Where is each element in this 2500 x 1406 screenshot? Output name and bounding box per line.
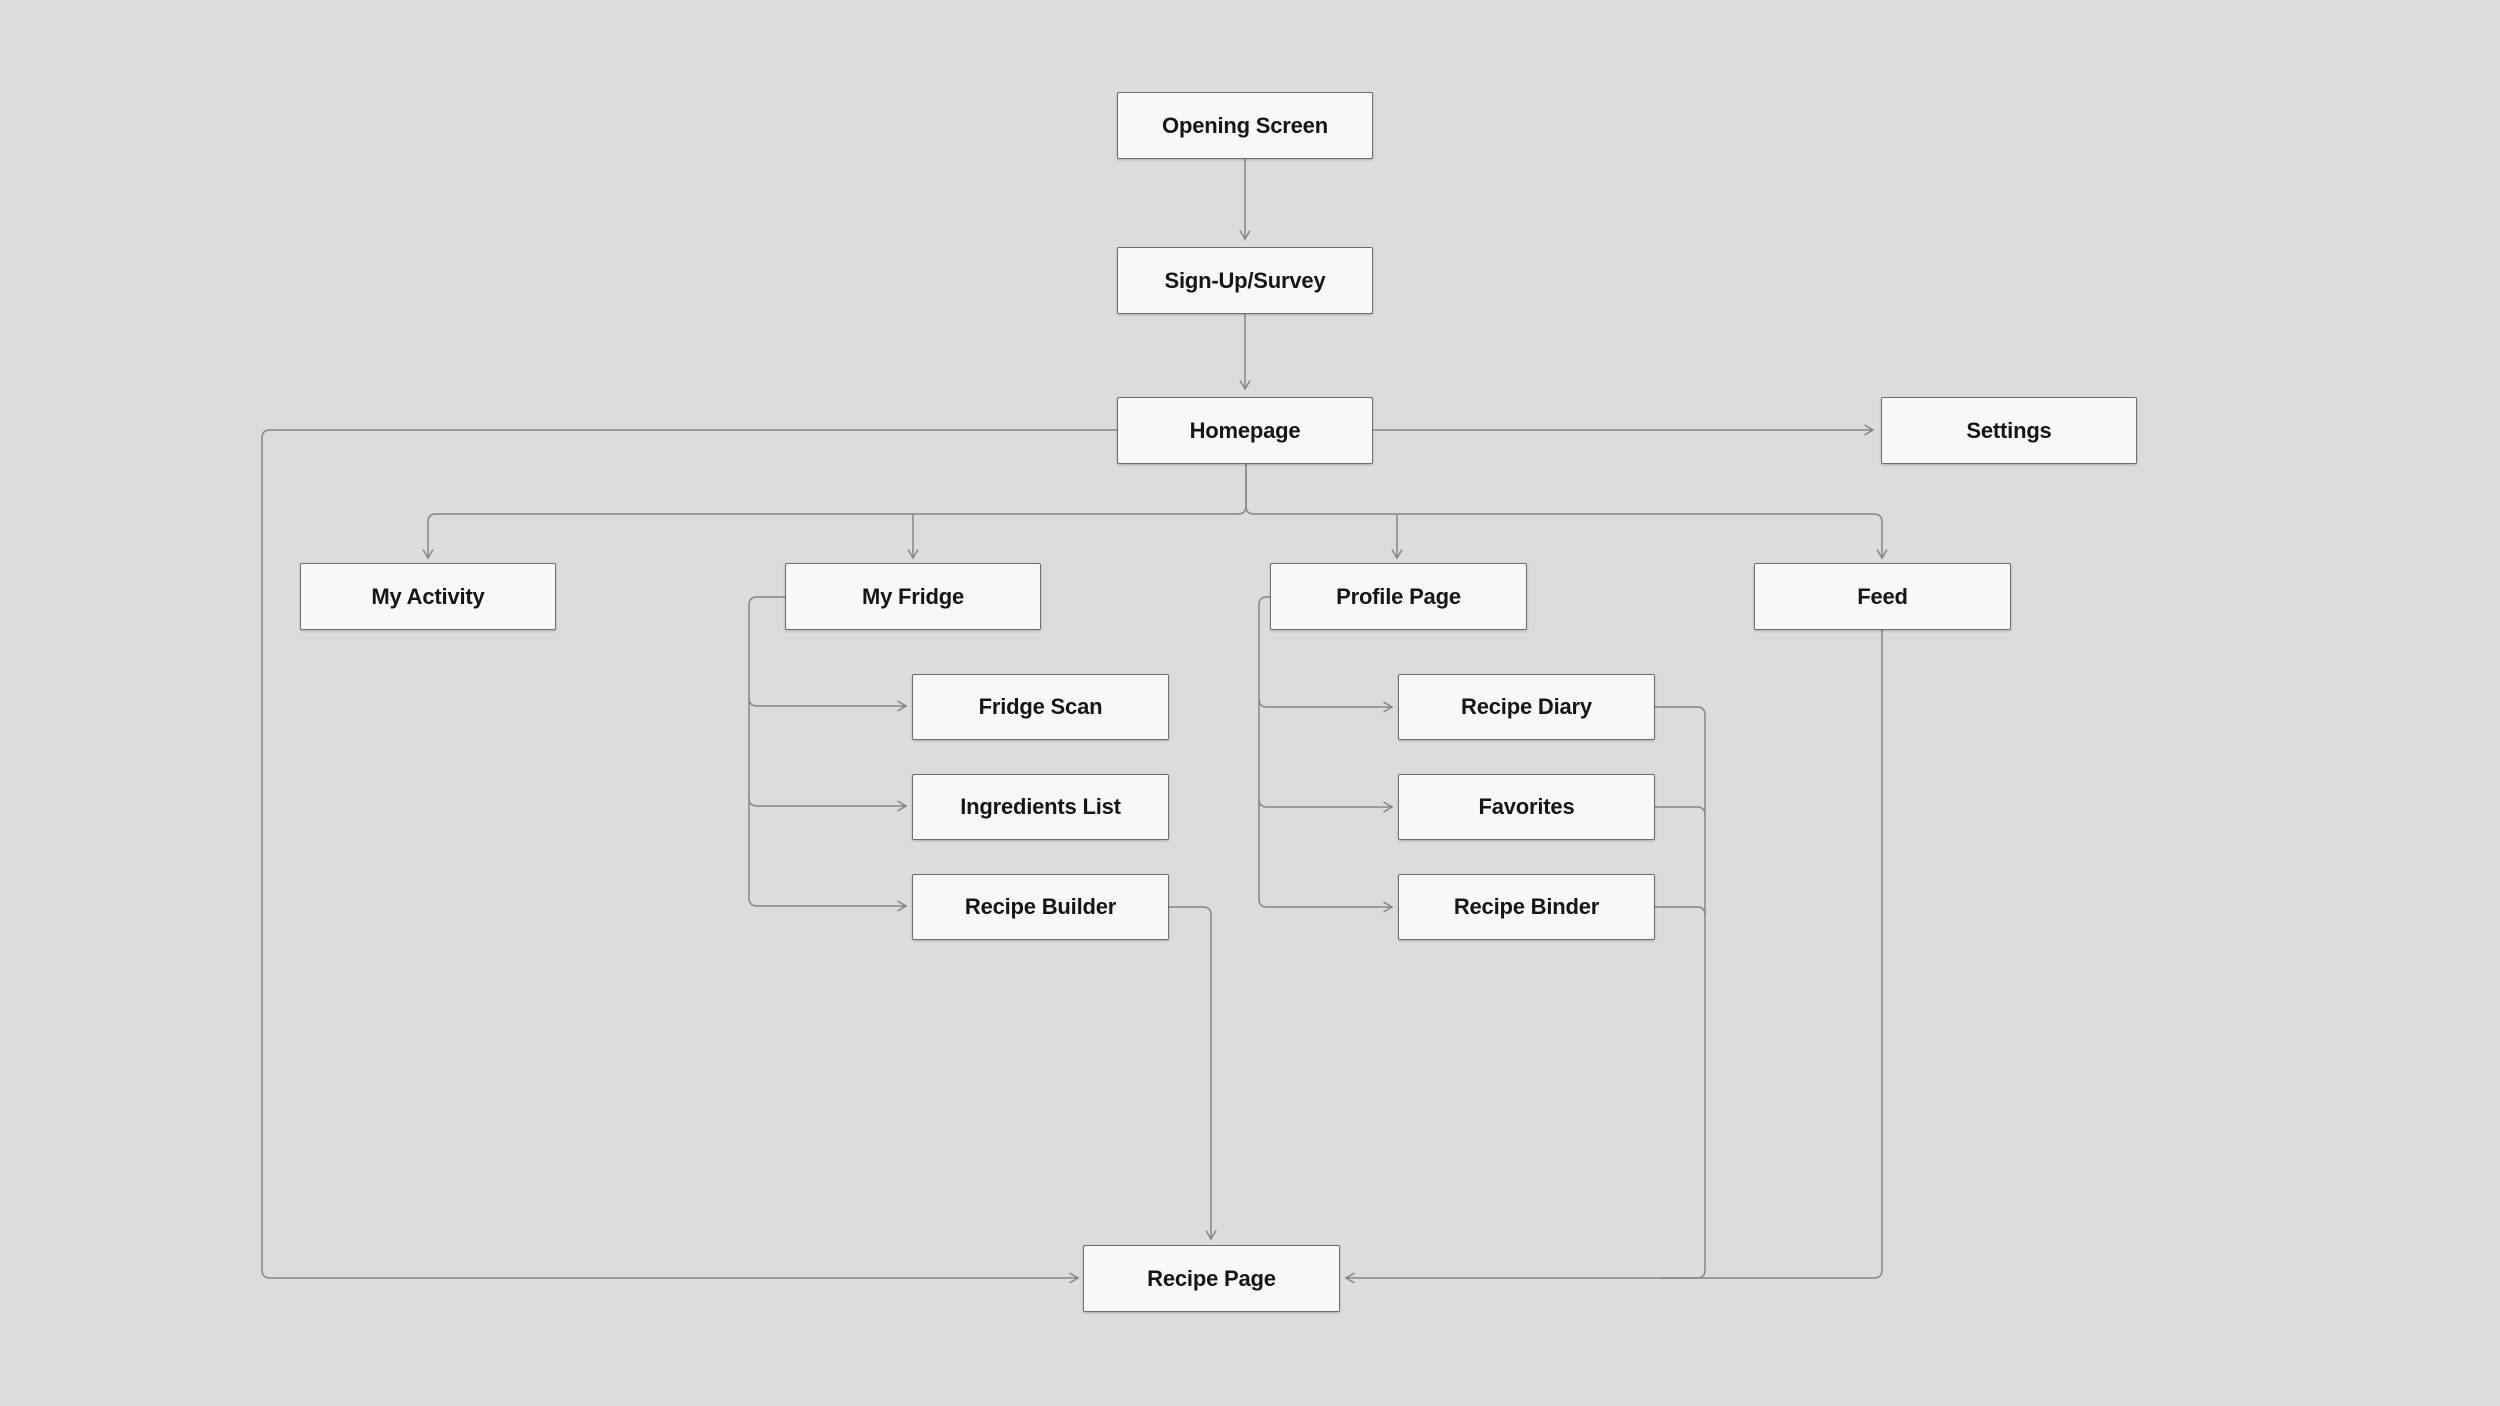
- node-label: Recipe Page: [1147, 1265, 1276, 1291]
- edge-homepage-feed: [1245, 464, 1888, 560]
- edge-profile-favorites: [1258, 798, 1394, 813]
- node-label: Favorites: [1478, 794, 1575, 819]
- node-signup-survey[interactable]: Sign-Up/Survey: [1117, 247, 1373, 314]
- node-recipe-builder[interactable]: Recipe Builder: [912, 874, 1169, 940]
- node-label: Recipe Diary: [1461, 694, 1592, 719]
- node-label: Sign-Up/Survey: [1164, 267, 1326, 293]
- node-label: Ingredients List: [960, 794, 1121, 819]
- node-ingredients-list[interactable]: Ingredients List: [912, 774, 1169, 840]
- node-favorites[interactable]: Favorites: [1398, 774, 1655, 840]
- edge-profile-recipebinder: [1258, 596, 1394, 913]
- edge-recipebinder-recipepage: [1655, 906, 1706, 916]
- edge-homepage-recipepage: [261, 429, 1117, 1284]
- node-label: Feed: [1857, 583, 1908, 609]
- edge-recipediary-recipepage: [1655, 706, 1706, 1279]
- edge-favorites-recipepage: [1655, 806, 1706, 816]
- node-label: Recipe Builder: [964, 894, 1117, 919]
- edge-recipebuilder-recipepage: [1169, 906, 1217, 1241]
- edge-homepage-myactivity: [422, 464, 1247, 560]
- node-settings[interactable]: Settings: [1881, 397, 2137, 464]
- node-label: Profile Page: [1336, 583, 1461, 609]
- node-profile-page[interactable]: Profile Page: [1270, 563, 1527, 630]
- node-label: Recipe Binder: [1453, 894, 1600, 919]
- edge-myfridge-ingredients: [748, 797, 908, 812]
- node-opening-screen[interactable]: Opening Screen: [1117, 92, 1373, 159]
- edge-feed-recipepage: [1344, 630, 1883, 1284]
- node-feed[interactable]: Feed: [1754, 563, 2011, 630]
- edge-myfridge-fridgescan: [748, 697, 908, 712]
- node-my-activity[interactable]: My Activity: [300, 563, 556, 630]
- node-homepage[interactable]: Homepage: [1117, 397, 1373, 464]
- node-label: My Activity: [371, 583, 485, 609]
- node-recipe-page[interactable]: Recipe Page: [1083, 1245, 1340, 1312]
- edge-profile-recipediary: [1258, 698, 1394, 713]
- node-label: Opening Screen: [1162, 112, 1328, 138]
- node-recipe-diary[interactable]: Recipe Diary: [1398, 674, 1655, 740]
- node-label: Settings: [1966, 417, 2052, 443]
- node-label: Fridge Scan: [978, 694, 1103, 719]
- node-label: Homepage: [1189, 417, 1301, 443]
- node-fridge-scan[interactable]: Fridge Scan: [912, 674, 1169, 740]
- edge-myfridge-recipebuilder: [748, 596, 908, 912]
- node-recipe-binder[interactable]: Recipe Binder: [1398, 874, 1655, 940]
- node-my-fridge[interactable]: My Fridge: [785, 563, 1041, 630]
- node-label: My Fridge: [861, 583, 965, 609]
